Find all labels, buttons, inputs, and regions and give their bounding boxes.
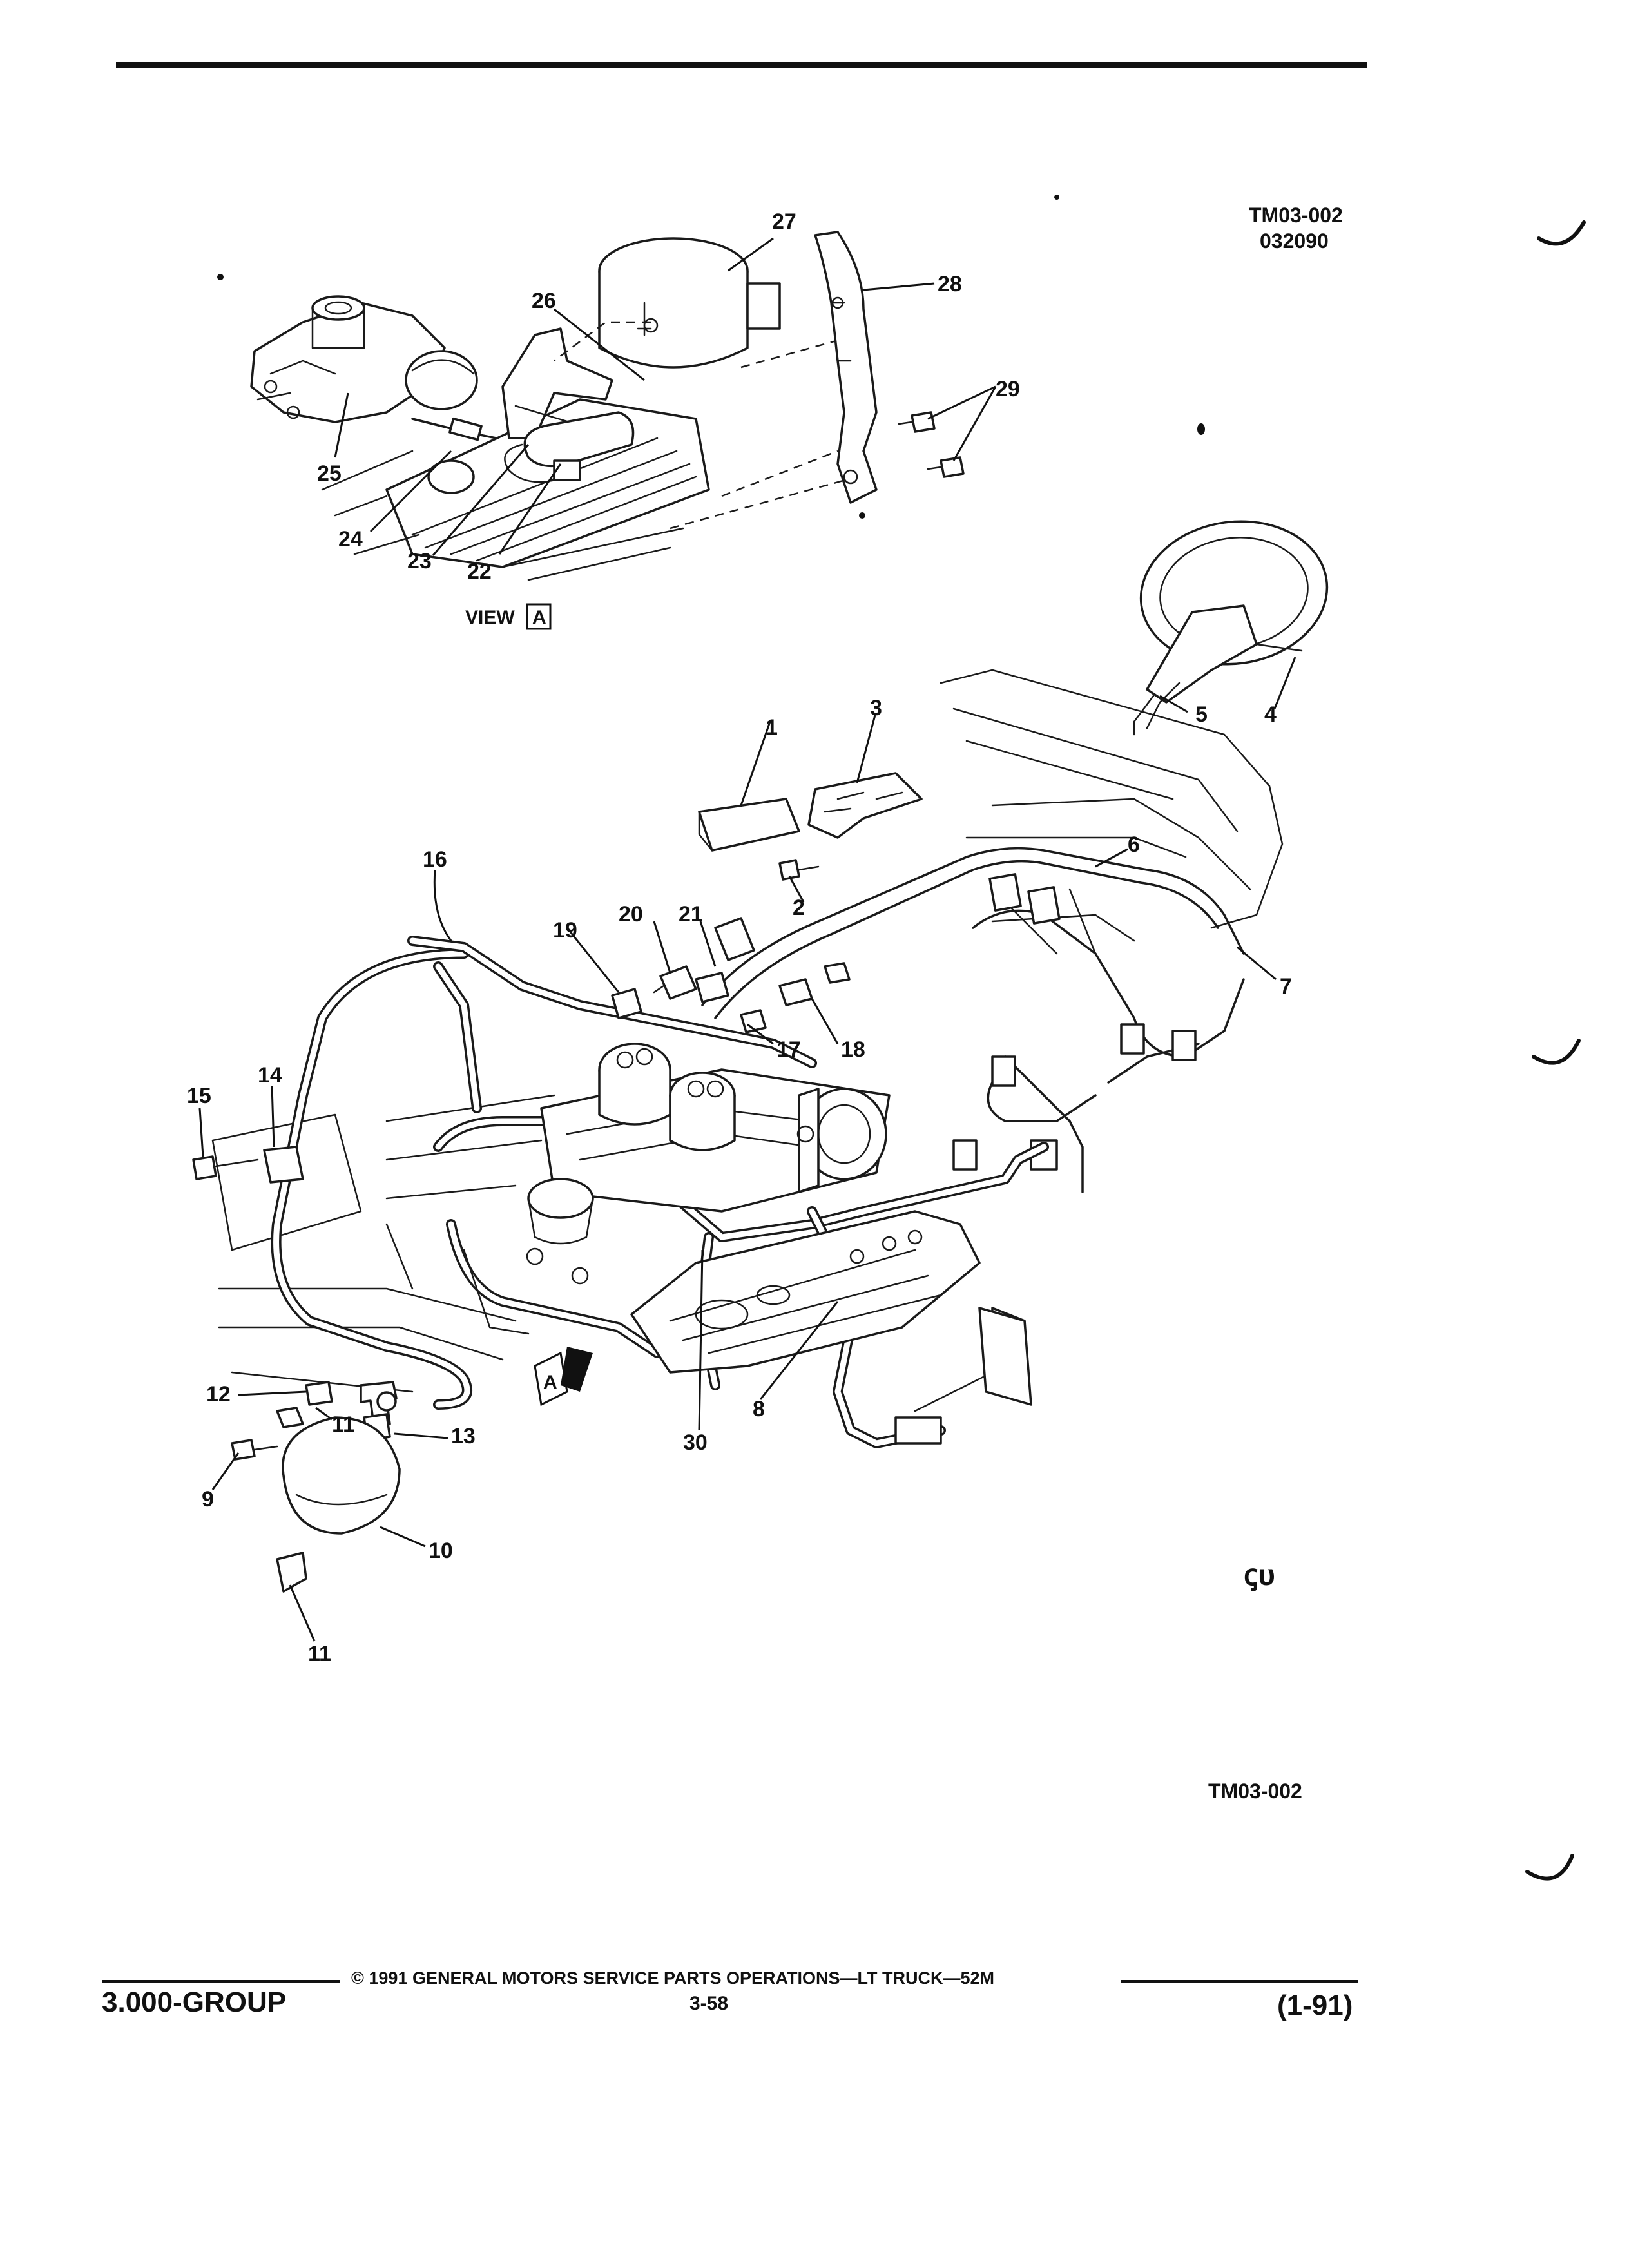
reservoir-strap <box>276 1552 307 1593</box>
leader-lines <box>198 237 1296 1642</box>
callout-24: 24 <box>338 527 363 552</box>
speck <box>1054 195 1059 200</box>
callout-18: 18 <box>841 1037 865 1062</box>
arrow-label: A <box>543 1372 557 1393</box>
main-assembly: A <box>192 520 1329 1593</box>
speck <box>859 512 865 519</box>
callout-16: 16 <box>423 847 447 872</box>
footer-group: 3.000-GROUP <box>102 1986 287 2018</box>
callout-30: 30 <box>683 1430 708 1455</box>
callout-19: 19 <box>553 918 577 943</box>
callout-7: 7 <box>1280 974 1292 999</box>
vacuum-reservoir <box>282 1416 401 1535</box>
footer-page-number: 3-58 <box>689 1993 729 2014</box>
callout-1: 1 <box>766 715 778 740</box>
callout-28: 28 <box>938 272 962 296</box>
mounting-bracket <box>814 231 878 504</box>
callout-3: 3 <box>870 696 882 720</box>
callout-8: 8 <box>753 1397 765 1421</box>
hose-clamp <box>263 1146 304 1184</box>
footer-copyright: © 1991 GENERAL MOTORS SERVICE PARTS OPER… <box>351 1968 995 1988</box>
margin-mark <box>1532 1039 1581 1065</box>
callout-25: 25 <box>317 461 342 486</box>
callout-23: 23 <box>407 549 432 573</box>
instrument-panel <box>940 669 1284 929</box>
callout-26: 26 <box>532 289 556 313</box>
callout-2: 2 <box>793 896 805 920</box>
steering-column <box>1146 604 1258 704</box>
margin-mark <box>1525 1854 1574 1881</box>
servo-diaphragm <box>405 350 478 410</box>
footer-rule-right <box>1121 1980 1358 1983</box>
view-a-label: VIEW A <box>465 603 552 630</box>
callout-11b: 11 <box>308 1642 331 1666</box>
footer-revision: (1-91) <box>1277 1990 1353 2021</box>
throttle-body-main <box>527 1178 594 1219</box>
view-label-text: VIEW <box>465 607 515 628</box>
speck <box>1197 423 1205 435</box>
figure-code: TM03-002 <box>1249 204 1343 227</box>
cruise-control-module <box>698 798 800 852</box>
view-label-letter: A <box>532 607 546 628</box>
module-bracket <box>807 772 923 839</box>
callout-11a: 11 <box>332 1412 355 1437</box>
figure-date: 032090 <box>1260 229 1329 253</box>
top-rule <box>116 62 1367 68</box>
vacuum-release-valve <box>611 988 642 1019</box>
throttle-bore <box>311 295 365 321</box>
callout-22: 22 <box>467 559 492 584</box>
callout-20: 20 <box>619 902 643 927</box>
callout-4: 4 <box>1264 702 1277 727</box>
callout-15: 15 <box>187 1084 211 1108</box>
callout-13: 13 <box>451 1424 476 1448</box>
callout-27: 27 <box>772 209 796 234</box>
callout-9: 9 <box>202 1487 214 1512</box>
margin-mark <box>1537 220 1586 246</box>
callout-5: 5 <box>1195 702 1208 727</box>
vacuum-hose <box>271 948 472 1410</box>
view-a-arrow: A <box>534 1347 593 1407</box>
callout-29: 29 <box>996 377 1020 401</box>
callout-12: 12 <box>206 1382 231 1407</box>
rocker-cover <box>630 1210 981 1374</box>
symbol-mark: ꞔᴜ <box>1244 1558 1275 1591</box>
speck <box>217 274 224 280</box>
footer-rule-left <box>102 1980 340 1983</box>
callout-17: 17 <box>776 1037 801 1062</box>
callout-14: 14 <box>258 1063 282 1088</box>
bottom-figure-code: TM03-002 <box>1208 1780 1302 1803</box>
callout-21: 21 <box>679 902 703 927</box>
servo-unit <box>523 411 635 468</box>
callout-labels: 1 2 3 4 5 6 7 8 9 10 11 11 12 13 14 15 1… <box>187 209 1292 1666</box>
callout-10: 10 <box>429 1539 453 1563</box>
callout-6: 6 <box>1128 832 1140 857</box>
wiring-harness <box>701 847 1245 1006</box>
